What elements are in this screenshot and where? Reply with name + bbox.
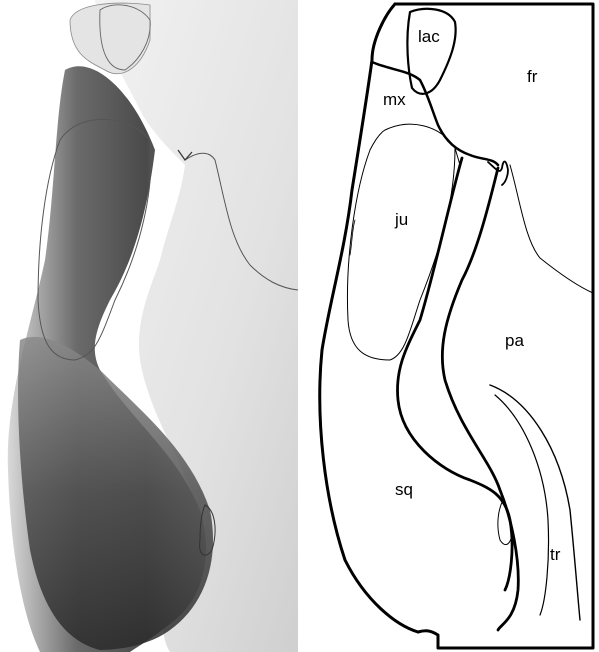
label-ju: ju (394, 210, 408, 229)
label-sq: sq (395, 480, 413, 499)
label-tr: tr (550, 545, 561, 564)
arch-inner-contour (442, 168, 518, 630)
label-mx: mx (383, 90, 406, 109)
maxilla-suture (372, 62, 498, 165)
frame-outline (395, 4, 593, 648)
lacrimal-bone-outline (407, 9, 455, 94)
label-lac: lac (418, 27, 440, 46)
label-pa: pa (505, 331, 524, 350)
jugal-squamosal-suture (397, 158, 512, 590)
frontal-parietal-suture (510, 165, 593, 293)
shaded-illustration-panel (8, 0, 298, 652)
jugal-outline (347, 124, 455, 360)
label-fr: fr (527, 67, 538, 86)
tympanic-curve-inner (495, 395, 549, 615)
